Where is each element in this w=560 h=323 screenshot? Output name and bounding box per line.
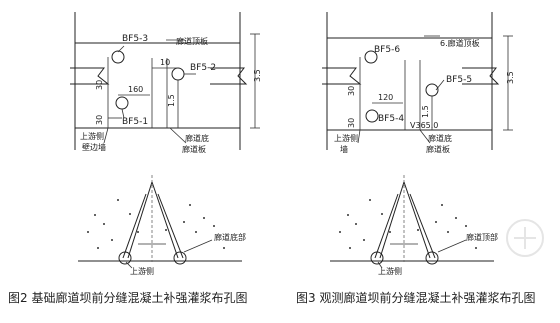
fig3-bottom-right-label-1: 廊道底 bbox=[428, 133, 452, 143]
fig3-bottom-left-label-1: 上游侧 bbox=[334, 133, 358, 143]
fig2-bottom-right-label-1: 廊道底 bbox=[185, 133, 209, 143]
fig3-dim-right-inner: 1.5 bbox=[421, 105, 430, 118]
fig3-mid-right-label: V365.0 bbox=[410, 121, 438, 130]
fig2-top-right-label: 廊道顶板 bbox=[176, 36, 208, 46]
fig3-caption: 图3 观测廊道坝前分缝混凝土补强灌浆布孔图 bbox=[296, 290, 535, 305]
fig2-bottom-left-label-1: 上游侧 bbox=[80, 131, 104, 141]
fig2-bottom-right-label-2: 廊道板 bbox=[182, 144, 206, 154]
fig3-section-view bbox=[330, 175, 494, 269]
fig3-bottom-left-label-2: 墙 bbox=[340, 144, 348, 154]
fig3-bottom-right-label-2: 廊道板 bbox=[426, 144, 450, 154]
fig3-hole-bottom-label: BF5-4 bbox=[378, 114, 404, 124]
fig2-hole-bottom-label: BF5-1 bbox=[122, 117, 148, 127]
watermark-logo bbox=[506, 219, 544, 257]
fig2-section-bottom-label: 上游侧 bbox=[130, 266, 154, 276]
fig2-dim-mid: 160 bbox=[128, 85, 143, 94]
fig2-hole-right-label: BF5-2 bbox=[190, 63, 216, 73]
fig3-dim-left: 30 bbox=[347, 86, 356, 96]
fig3-section-bottom-label: 上游侧 bbox=[378, 266, 402, 276]
fig2-bottom-left-label-2: 壁边墙 bbox=[82, 142, 106, 152]
fig2-plan-view bbox=[70, 12, 260, 150]
fig2-hole-bottom bbox=[115, 96, 129, 110]
fig2-dim-bottom-left: 30 bbox=[95, 115, 104, 125]
fig3-hole-right-label: BF5-5 bbox=[446, 75, 472, 85]
fig2-hole-top-label: BF5-3 bbox=[122, 34, 148, 44]
fig3-plan-view bbox=[322, 12, 513, 150]
fig2-section-view bbox=[78, 175, 242, 269]
fig2-dim-left: 30 bbox=[95, 80, 104, 90]
fig3-dim-far-right: 3.5 bbox=[506, 71, 515, 84]
fig3-hole-top-label: BF5-6 bbox=[374, 45, 400, 55]
fig3-top-right-label: 6.廊道顶板 bbox=[440, 38, 480, 48]
fig2-dim-far-right: 3.5 bbox=[253, 69, 262, 82]
fig2-dim-small-1: 10 bbox=[160, 58, 170, 67]
fig2-hole-top bbox=[111, 50, 125, 64]
fig3-dim-bottom-left: 30 bbox=[347, 118, 356, 128]
fig3-dim-mid: 120 bbox=[378, 93, 393, 102]
fig2-caption: 图2 基础廊道坝前分缝混凝土补强灌浆布孔图 bbox=[8, 290, 247, 305]
fig2-hole-right bbox=[171, 67, 185, 81]
fig2-dim-right-inner: 1.5 bbox=[167, 94, 176, 107]
fig3-section-right-label: 廊道顶部 bbox=[466, 232, 498, 242]
fig2-section-right-label: 廊道底部 bbox=[214, 232, 246, 242]
